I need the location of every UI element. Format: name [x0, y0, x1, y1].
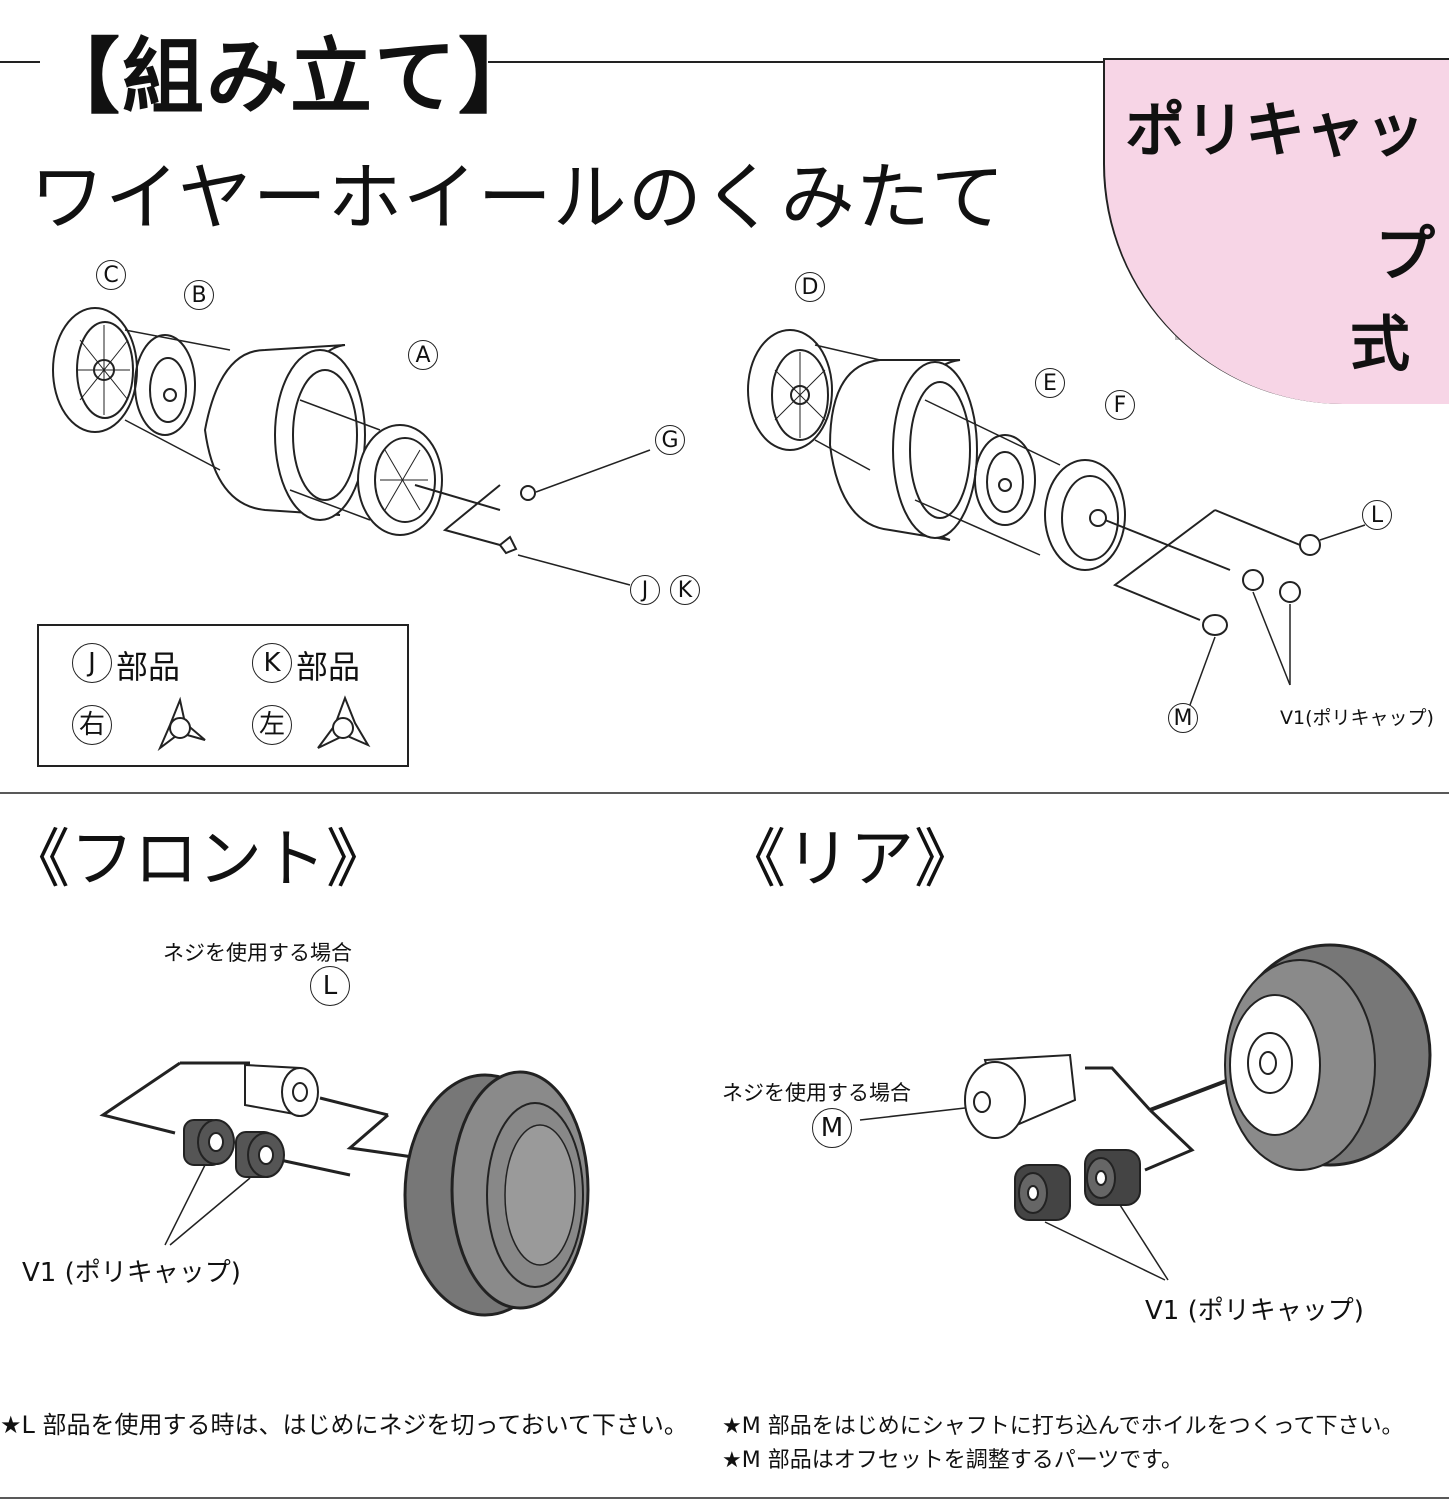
rear-footnote-2: ★M 部品はオフセットを調整するパーツです。 — [722, 1448, 1184, 1473]
legend-k-badge: K — [252, 643, 292, 683]
rear-wheel-exploded-diagram — [747, 329, 1366, 706]
badge-line-1: ポリキャッ — [1125, 96, 1425, 166]
legend-left-badge: 左 — [252, 705, 292, 745]
rear-footnote-1: ★M 部品をはじめにシャフトに打ち込んでホイルをつくって下さい。 — [722, 1414, 1404, 1439]
part-label-m: M — [1168, 703, 1198, 733]
rear-v1-label: V1(ポリキャップ) — [1280, 707, 1434, 729]
spinner-right-icon — [157, 696, 206, 752]
part-label-j: J — [630, 575, 660, 605]
part-label-l: L — [1362, 500, 1392, 530]
legend-right-badge: 右 — [72, 705, 112, 745]
front-part-l-badge: L — [310, 966, 350, 1006]
front-wheel-exploded-diagram — [52, 307, 651, 586]
spinner-left-icon — [317, 695, 371, 749]
part-label-c: C — [96, 260, 126, 290]
part-label-a: A — [408, 340, 438, 370]
front-screw-note: ネジを使用する場合 — [163, 941, 352, 965]
front-section-title: 《フロント》 — [6, 823, 390, 897]
part-label-e: E — [1035, 368, 1065, 398]
page-subtitle: ワイヤーホイールのくみたて — [30, 155, 1006, 241]
legend-k-text: 部品 — [296, 648, 361, 686]
spinner-legend-box — [37, 624, 409, 767]
legend-j-badge: J — [72, 643, 112, 683]
rear-assembly-diagram — [859, 943, 1432, 1281]
rear-screw-note: ネジを使用する場合 — [722, 1081, 911, 1105]
legend-j-text: 部品 — [116, 648, 181, 686]
part-label-d: D — [795, 272, 825, 302]
front-footnote: ★L 部品を使用する時は、はじめにネジを切っておいて下さい。 — [0, 1411, 688, 1439]
rear-part-m-badge: M — [812, 1108, 852, 1148]
badge-line-3: 式 — [1350, 310, 1410, 380]
page-title: 【組み立て】 — [38, 30, 543, 125]
rear-v1-label: V1 (ポリキャップ) — [1145, 1296, 1364, 1326]
part-label-k: K — [670, 575, 700, 605]
rear-section-title: 《リア》 — [722, 823, 978, 897]
part-label-f: F — [1105, 390, 1135, 420]
front-assembly-diagram — [99, 1061, 590, 1317]
front-v1-label: V1 (ポリキャップ) — [22, 1258, 241, 1288]
badge-line-2: プ — [1375, 220, 1435, 290]
part-label-b: B — [184, 280, 214, 310]
part-label-g: G — [655, 425, 685, 455]
